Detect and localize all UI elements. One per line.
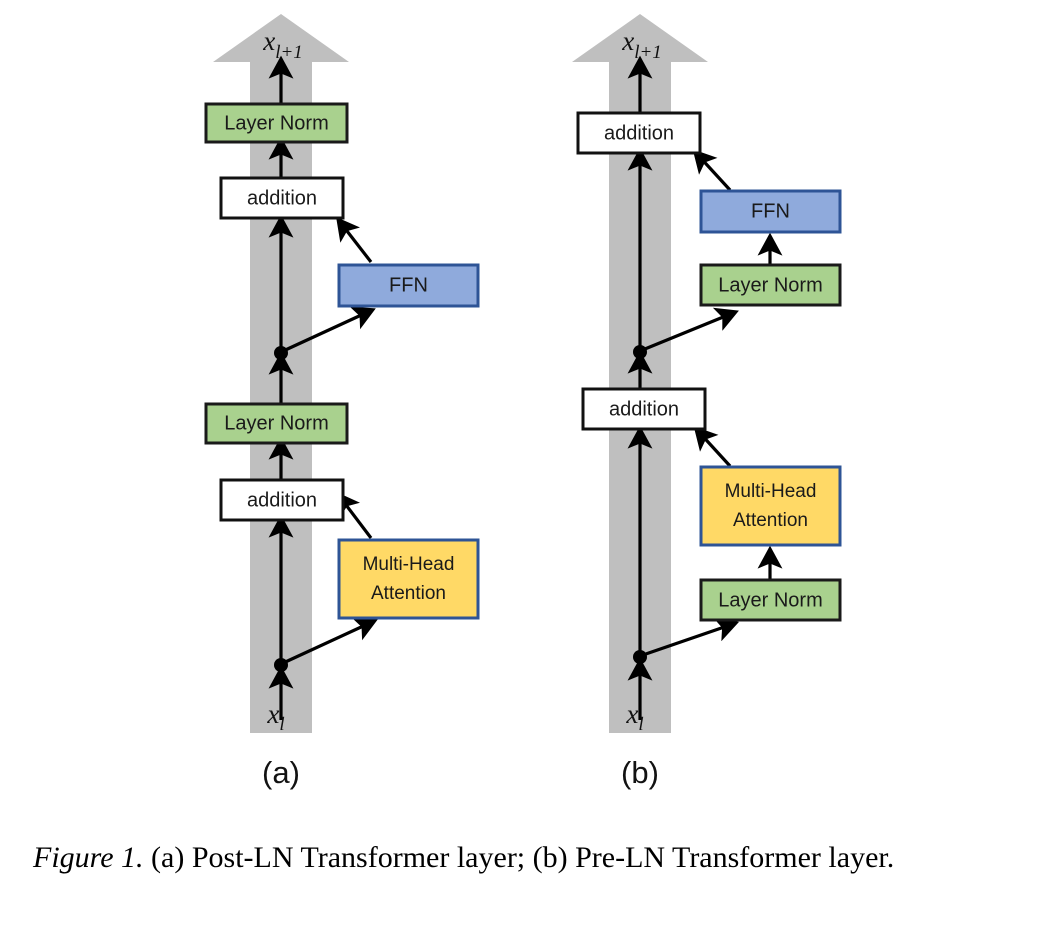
a-block-attention[interactable]: Multi-Head Attention — [337, 538, 480, 620]
b-block-layer-norm-ffn-label: Layer Norm — [718, 274, 822, 296]
a-block-attention-label-line1: Multi-Head — [363, 554, 455, 575]
a-block-attention-label-line2: Attention — [371, 583, 446, 604]
a-block-addition-bottom[interactable]: addition — [219, 478, 345, 522]
b-block-attention-label-line2: Attention — [733, 510, 808, 531]
b-arrow-ffn-to-addition — [692, 149, 732, 192]
b-block-ffn-label: FFN — [751, 200, 790, 222]
b-arrow-attention-to-addition — [693, 426, 732, 468]
b-input-variable: xl — [625, 699, 643, 735]
figure-caption: Figure 1. (a) Post-LN Transformer layer;… — [33, 838, 1013, 878]
b-block-layer-norm-attn[interactable]: Layer Norm — [699, 578, 842, 622]
b-block-attention[interactable]: Multi-Head Attention — [699, 465, 842, 547]
b-arrow-dot2-to-layernorm-ffn — [639, 307, 739, 353]
b-block-layer-norm-attn-label: Layer Norm — [718, 589, 822, 611]
a-arrow-dot1-to-attention — [280, 617, 378, 666]
a-input-variable: xl — [266, 699, 284, 735]
panel-b-group: addition FFN Layer Norm addition Multi-H… — [572, 14, 842, 790]
b-junction-dot-input — [633, 650, 647, 664]
b-block-layer-norm-ffn[interactable]: Layer Norm — [699, 263, 842, 307]
figure-caption-text: (a) Post-LN Transformer layer; (b) Pre-L… — [143, 841, 895, 874]
b-block-addition-bottom-label: addition — [609, 398, 679, 420]
panel-a-group: Layer Norm addition FFN Layer Norm addit… — [204, 14, 480, 790]
panel-b-label: (b) — [621, 755, 659, 790]
a-output-variable: xl+1 — [262, 26, 303, 63]
a-block-layer-norm-bottom-label: Layer Norm — [224, 412, 328, 434]
a-block-addition-top[interactable]: addition — [219, 176, 345, 220]
transformer-layer-diagram: Layer Norm addition FFN Layer Norm addit… — [204, 14, 842, 790]
a-junction-dot-input — [274, 658, 288, 672]
a-block-layer-norm-top-label: Layer Norm — [224, 112, 328, 134]
a-block-addition-top-label: addition — [247, 187, 317, 209]
b-block-addition-top[interactable]: addition — [576, 111, 702, 155]
a-block-ffn[interactable]: FFN — [337, 263, 480, 308]
figure-number: Figure 1. — [33, 841, 144, 874]
b-block-attention-label-line1: Multi-Head — [725, 481, 817, 502]
a-block-ffn-label: FFN — [389, 274, 428, 296]
a-block-layer-norm-top[interactable]: Layer Norm — [204, 102, 349, 144]
a-block-layer-norm-bottom[interactable]: Layer Norm — [204, 402, 349, 445]
b-block-addition-top-label: addition — [604, 122, 674, 144]
b-block-ffn[interactable]: FFN — [699, 189, 842, 234]
a-arrow-dot2-to-ffn — [280, 306, 376, 354]
a-arrow-ffn-to-addition — [336, 216, 373, 263]
a-arrow-attention-to-addition — [336, 491, 373, 539]
a-block-addition-bottom-label: addition — [247, 489, 317, 511]
b-arrow-dot1-to-layernorm-attn — [639, 617, 740, 658]
panel-a-label: (a) — [262, 755, 300, 790]
b-block-addition-bottom[interactable]: addition — [581, 387, 707, 431]
b-output-variable: xl+1 — [621, 26, 662, 63]
b-junction-dot-mid — [633, 345, 647, 359]
a-junction-dot-mid — [274, 346, 288, 360]
